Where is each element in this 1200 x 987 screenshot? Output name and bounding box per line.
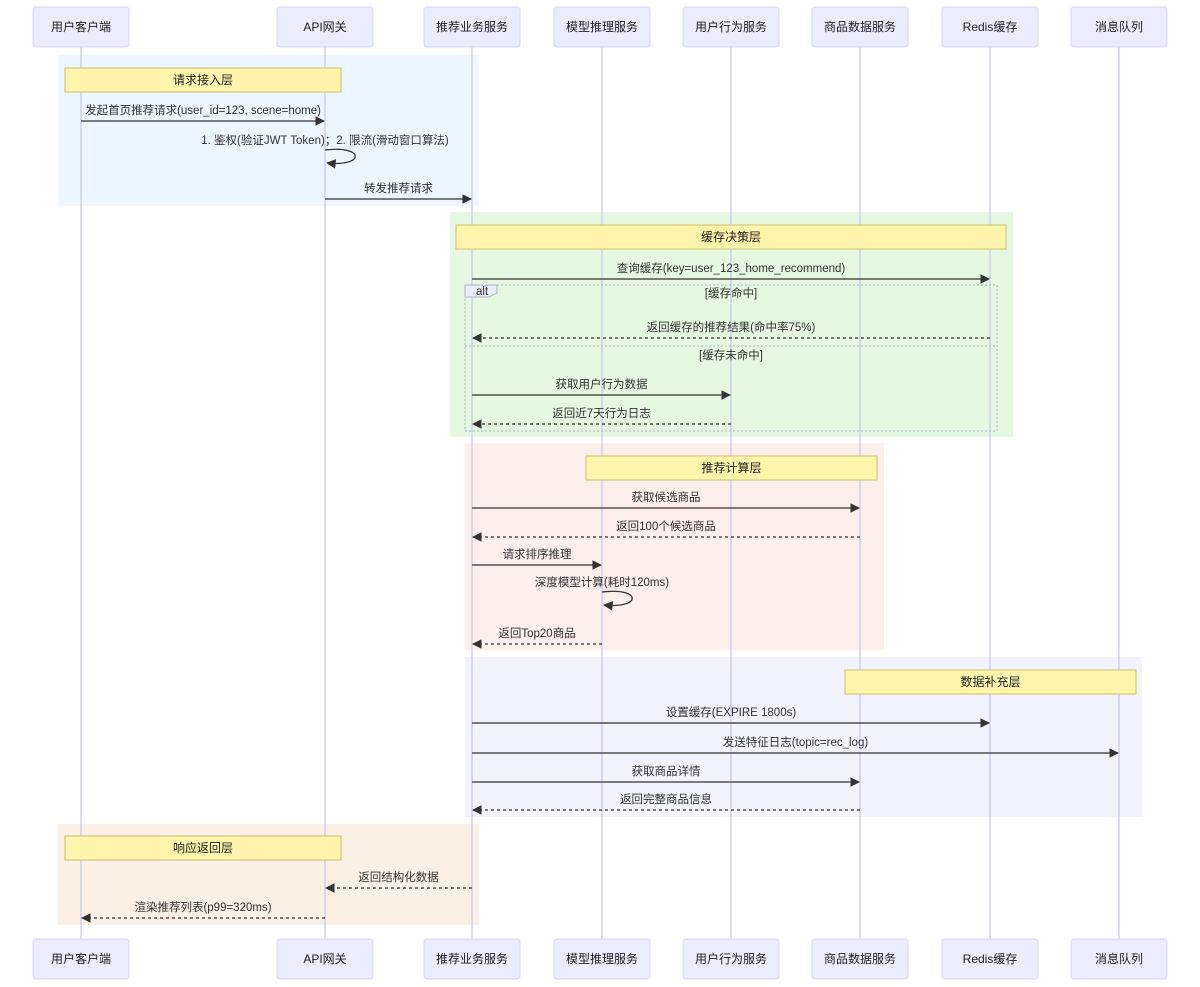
actor-client-label: 用户客户端 xyxy=(51,951,111,966)
message-4: 查询缓存(key=user_123_home_recommend) xyxy=(472,261,990,284)
actor-mq-label: 消息队列 xyxy=(1095,951,1143,966)
actor-behavior-top[interactable]: 用户行为服务 xyxy=(682,6,780,48)
actor-model-label: 模型推理服务 xyxy=(566,951,638,966)
message-3-label: 转发推荐请求 xyxy=(364,181,433,195)
section-cache-note: 缓存决策层 xyxy=(455,224,1007,250)
message-11: 深度模型计算(耗时120ms) xyxy=(535,575,669,611)
message-2-arrow xyxy=(324,148,356,169)
message-4-label: 查询缓存(key=user_123_home_recommend) xyxy=(617,261,846,275)
alt-condition-miss: [缓存未命中] xyxy=(699,348,763,362)
message-5: 返回缓存的推荐结果(命中率75%) xyxy=(472,320,990,343)
message-1: 发起首页推荐请求(user_id=123, scene=home) xyxy=(81,103,325,126)
actor-client-label: 用户客户端 xyxy=(51,19,111,34)
message-15-label: 获取商品详情 xyxy=(632,764,701,778)
section-compute-note: 推荐计算层 xyxy=(585,455,878,481)
message-12-label: 返回Top20商品 xyxy=(498,626,575,640)
section-response-note: 响应返回层 xyxy=(64,835,342,861)
actor-client-bottom[interactable]: 用户客户端 xyxy=(32,938,130,980)
message-17: 返回结构化数据 xyxy=(325,870,472,893)
alt-label: alt xyxy=(476,286,489,298)
actor-rec-top[interactable]: 推荐业务服务 xyxy=(423,6,521,48)
actor-redis-top[interactable]: Redis缓存 xyxy=(941,6,1039,48)
actor-model-top[interactable]: 模型推理服务 xyxy=(553,6,651,48)
actor-product-label: 商品数据服务 xyxy=(824,951,896,966)
actor-model-bottom[interactable]: 模型推理服务 xyxy=(553,938,651,980)
alt-fragment: alt [缓存命中] [缓存未命中] xyxy=(464,284,998,432)
actor-product-top[interactable]: 商品数据服务 xyxy=(811,6,909,48)
message-14-label: 发送特征日志(topic=rec_log) xyxy=(723,735,869,749)
message-12: 返回Top20商品 xyxy=(472,626,602,649)
message-6-label: 获取用户行为数据 xyxy=(556,377,648,391)
actor-client-top[interactable]: 用户客户端 xyxy=(32,6,130,48)
message-8: 获取候选商品 xyxy=(472,490,860,513)
actor-mq-bottom[interactable]: 消息队列 xyxy=(1070,938,1168,980)
message-5-label: 返回缓存的推荐结果(命中率75%) xyxy=(647,320,816,334)
message-7-label: 返回近7天行为日志 xyxy=(552,407,650,420)
message-6: 获取用户行为数据 xyxy=(472,377,731,400)
actor-behavior-bottom[interactable]: 用户行为服务 xyxy=(682,938,780,980)
message-2: 1. 鉴权(验证JWT Token)；2. 限流(滑动窗口算法) xyxy=(201,133,449,169)
actor-rec-label: 推荐业务服务 xyxy=(436,951,508,966)
message-13: 设置缓存(EXPIRE 1800s) xyxy=(472,705,990,728)
message-9-label: 返回100个候选商品 xyxy=(616,519,716,533)
alt-frame xyxy=(464,284,998,432)
actor-gateway-top[interactable]: API网关 xyxy=(276,6,374,48)
actor-redis-label: Redis缓存 xyxy=(963,20,1018,34)
message-15: 获取商品详情 xyxy=(472,764,860,787)
message-7: 返回近7天行为日志 xyxy=(472,407,731,429)
message-9: 返回100个候选商品 xyxy=(472,519,860,542)
section-cache-note-label: 缓存决策层 xyxy=(701,230,761,244)
actor-behavior-label: 用户行为服务 xyxy=(695,19,767,34)
message-13-label: 设置缓存(EXPIRE 1800s) xyxy=(666,705,797,719)
actor-product-bottom[interactable]: 商品数据服务 xyxy=(811,938,909,980)
section-supplement-note-label: 数据补充层 xyxy=(960,674,1020,689)
message-16-label: 返回完整商品信息 xyxy=(620,792,712,806)
message-17-label: 返回结构化数据 xyxy=(358,870,439,884)
actor-redis-bottom[interactable]: Redis缓存 xyxy=(941,938,1039,980)
actor-gateway-label: API网关 xyxy=(303,952,346,966)
actor-product-label: 商品数据服务 xyxy=(824,19,896,34)
alt-condition-hit: [缓存命中] xyxy=(705,286,757,300)
actor-behavior-label: 用户行为服务 xyxy=(695,951,767,966)
message-2-label: 1. 鉴权(验证JWT Token)；2. 限流(滑动窗口算法) xyxy=(201,133,449,147)
actor-redis-label: Redis缓存 xyxy=(963,952,1018,966)
message-16: 返回完整商品信息 xyxy=(472,792,860,815)
message-11-arrow xyxy=(601,590,633,611)
message-10: 请求排序推理 xyxy=(472,547,602,570)
actor-rec-bottom[interactable]: 推荐业务服务 xyxy=(423,938,521,980)
section-access-note: 请求接入层 xyxy=(64,67,342,93)
message-3: 转发推荐请求 xyxy=(325,181,472,204)
message-10-label: 请求排序推理 xyxy=(503,547,572,561)
actor-gateway-bottom[interactable]: API网关 xyxy=(276,938,374,980)
actor-mq-label: 消息队列 xyxy=(1095,19,1143,34)
section-access-note-label: 请求接入层 xyxy=(173,72,233,87)
section-supplement-note: 数据补充层 xyxy=(844,669,1137,695)
section-compute-note-label: 推荐计算层 xyxy=(701,460,761,475)
message-14: 发送特征日志(topic=rec_log) xyxy=(472,735,1119,758)
message-1-label: 发起首页推荐请求(user_id=123, scene=home) xyxy=(85,103,321,117)
section-response-note-label: 响应返回层 xyxy=(173,840,233,855)
actor-rec-label: 推荐业务服务 xyxy=(436,19,508,34)
message-18-label: 渲染推荐列表(p99=320ms) xyxy=(134,900,271,914)
message-8-label: 获取候选商品 xyxy=(632,490,701,504)
actor-gateway-label: API网关 xyxy=(303,20,346,34)
message-11-label: 深度模型计算(耗时120ms) xyxy=(535,575,669,589)
actor-mq-top[interactable]: 消息队列 xyxy=(1070,6,1168,48)
actor-model-label: 模型推理服务 xyxy=(566,19,638,34)
message-18: 渲染推荐列表(p99=320ms) xyxy=(81,900,325,923)
